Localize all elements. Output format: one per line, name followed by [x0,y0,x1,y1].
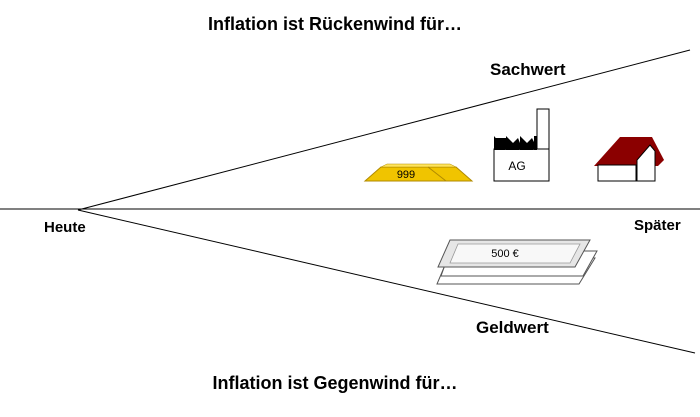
house-icon [594,137,664,182]
label-sachwert: Sachwert [490,60,566,79]
title-headwind: Inflation ist Gegenwind für… [212,373,458,393]
lower-branch-line [77,209,696,354]
banknote-label: 500 € [491,248,519,260]
upper-branch-line [77,49,691,211]
label-geldwert: Geldwert [476,318,549,337]
title-tailwind: Inflation ist Rückenwind für… [207,14,462,34]
gold-bar-label: 999 [397,169,415,181]
label-spaeter: Später [634,217,681,234]
banknotes-icon: 500 € [436,239,598,285]
factory-icon: AG [493,108,550,182]
label-heute: Heute [44,219,86,236]
factory-label: AG [508,159,525,173]
gold-bar-icon: 999 [363,163,474,182]
